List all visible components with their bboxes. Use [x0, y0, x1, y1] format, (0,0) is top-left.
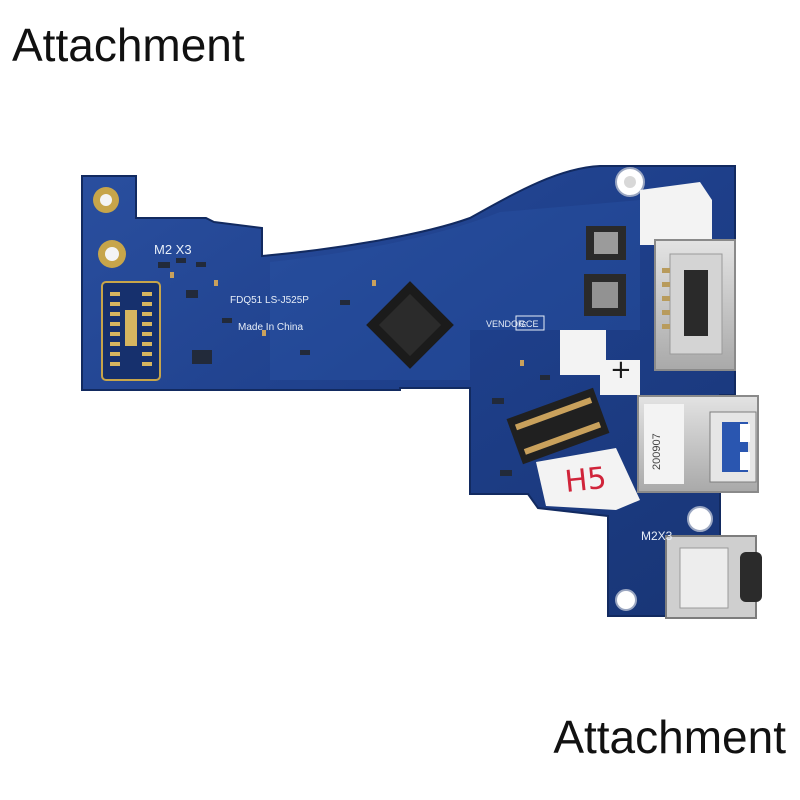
vendor-label: VENDOR: — [486, 319, 527, 329]
ffc-connector — [506, 387, 610, 465]
ethernet-port — [654, 239, 736, 371]
white-tape-right — [640, 182, 712, 245]
left-connector-footprint — [101, 281, 161, 381]
handwritten-red-mark: H5 — [563, 461, 608, 500]
mount-label-left: M2 X3 — [154, 242, 192, 257]
caption-top: Attachment — [12, 19, 245, 71]
main-controller-chip — [366, 281, 454, 369]
part-number-label: FDQ51 LS-J525P — [230, 295, 309, 306]
handwritten-black-mark: + — [610, 355, 632, 385]
white-tape-sticker — [536, 448, 640, 510]
audio-jack — [665, 535, 762, 619]
chip-upper-right — [586, 226, 626, 260]
mounting-hole-bottom-right — [615, 589, 637, 611]
usb-sticker-label: 200907 — [651, 433, 663, 470]
usb-port — [637, 395, 759, 493]
mounting-hole-left — [98, 240, 126, 268]
mounting-hole-mid-right — [687, 506, 713, 532]
caption-bottom: Attachment — [553, 711, 786, 763]
chip-mid-right — [584, 274, 626, 316]
mount-label-right: M2X3 — [641, 529, 673, 543]
mounting-hole-top-right — [615, 167, 645, 197]
mounting-hole-top-left — [93, 187, 119, 213]
made-in-label: Made In China — [238, 322, 303, 333]
vendor-code-label: GCE — [519, 319, 539, 329]
